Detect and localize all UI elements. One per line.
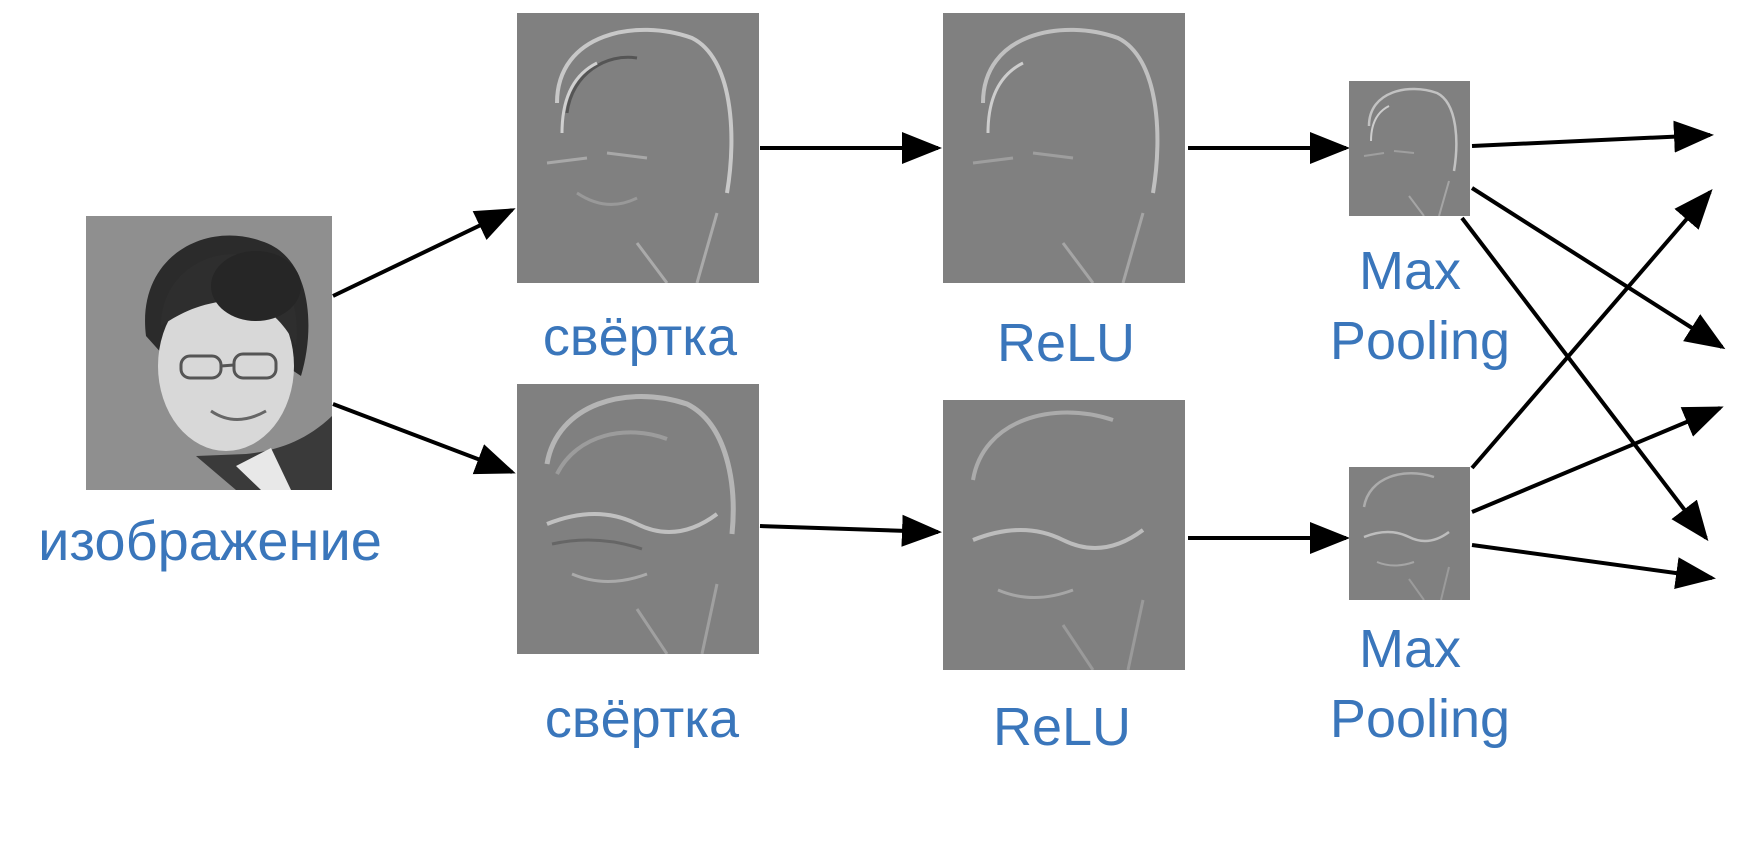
conv-bottom-label: свёртка [544, 689, 740, 749]
pool-bottom-label-line1: Max [1358, 619, 1461, 679]
arrow-pool-top-out-2 [1470, 186, 1726, 350]
relu-bottom-feature-map [943, 400, 1185, 670]
conv-top-feature-map [517, 13, 759, 283]
arrow-pool-bottom-out-3 [1471, 543, 1716, 589]
pool-bottom-feature-map [1349, 467, 1470, 600]
pool-top-label-line2: Pooling [1329, 311, 1511, 371]
arrow-pool-bottom-out-1 [1470, 188, 1713, 470]
pool-top-label-line1: Max [1358, 241, 1461, 301]
arrow-pool-top-out-1 [1471, 120, 1714, 153]
pool-top-feature-map [1349, 81, 1470, 216]
conv-top-label: свёртка [542, 307, 738, 367]
arrow-input-to-conv-top [332, 208, 516, 298]
arrow-pool-top-out-3 [1460, 216, 1709, 542]
relu-bottom-label: ReLU [992, 697, 1132, 757]
arrow-conv-bottom-to-relu-bottom [759, 514, 942, 547]
input-portrait-image [86, 216, 332, 490]
pool-bottom-label-line2: Pooling [1329, 689, 1511, 749]
relu-top-label: ReLU [996, 313, 1136, 373]
conv-bottom-feature-map [517, 384, 759, 654]
arrow-pool-bottom-out-2 [1471, 406, 1724, 514]
input-label: изображение [38, 509, 382, 572]
arrow-input-to-conv-bottom [332, 402, 516, 475]
relu-top-feature-map [943, 13, 1185, 283]
